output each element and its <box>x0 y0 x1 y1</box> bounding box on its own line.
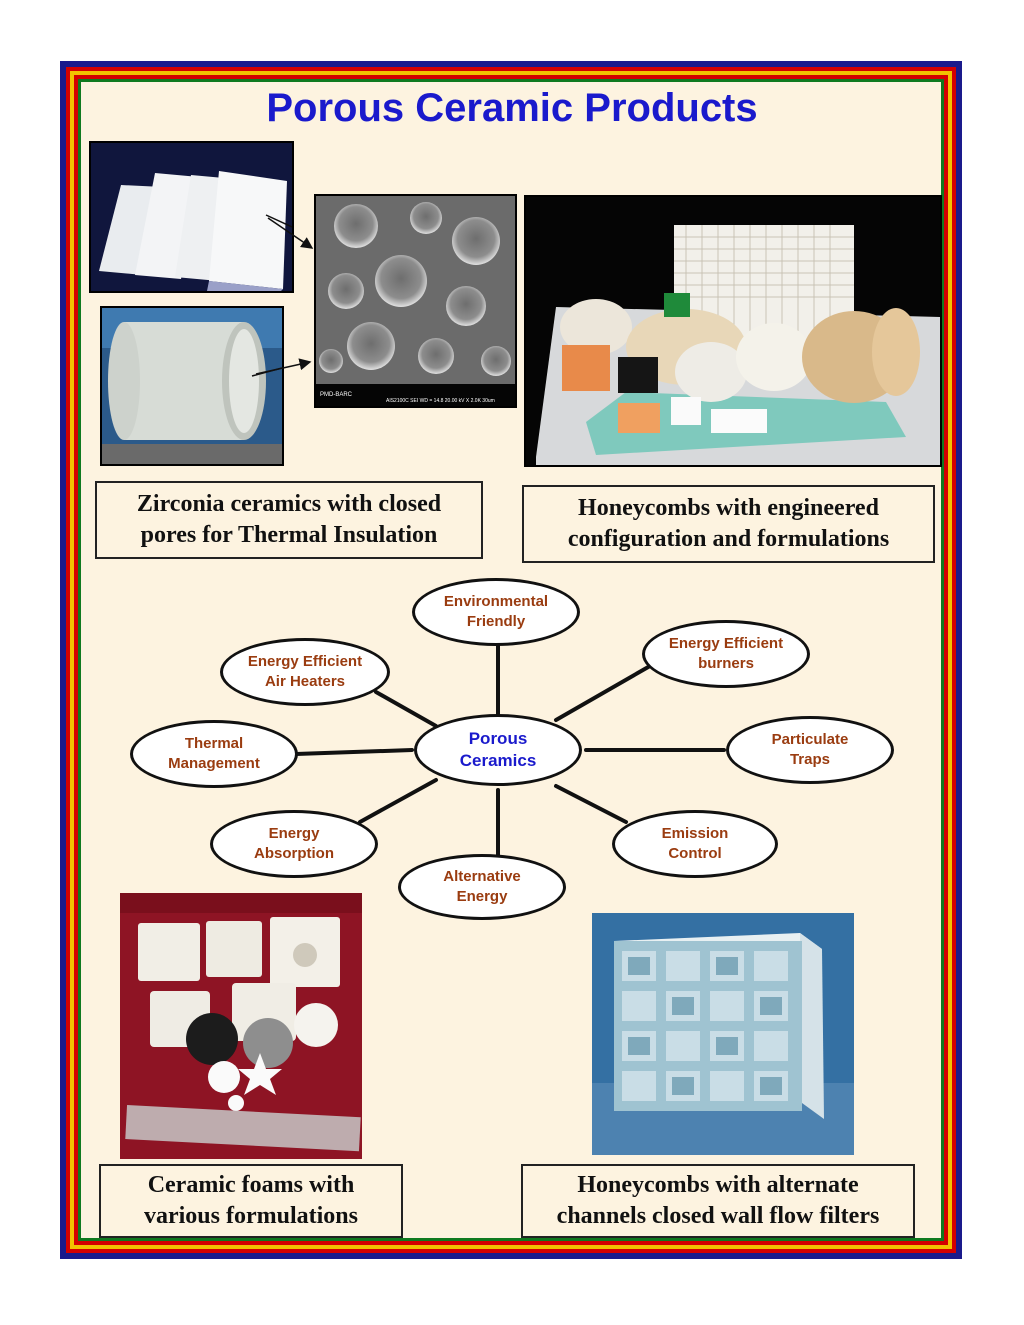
page-title: Porous Ceramic Products <box>266 86 758 130</box>
node-emission-control: Emission Control <box>612 810 778 878</box>
sem-micrograph-photo: PMD-BARC AIS2100C SEI WD = 14.8 20.00 kV… <box>314 194 517 408</box>
caption-honeycomb-engineered: Honeycombs with engineered configuration… <box>522 485 935 563</box>
node-porous-ceramics: Porous Ceramics <box>414 714 582 786</box>
zirconia-cylinder-photo <box>100 306 284 466</box>
ceramic-foams-photo <box>120 893 362 1159</box>
node-environmental-friendly: Environmental Friendly <box>412 578 580 646</box>
wall-flow-filter-photo <box>592 913 854 1155</box>
node-energy-efficient-air-heaters: Energy Efficient Air Heaters <box>220 638 390 706</box>
node-alternative-energy: Alternative Energy <box>398 854 566 920</box>
node-energy-efficient-burners: Energy Efficient burners <box>642 620 810 688</box>
zirconia-tiles-photo <box>89 141 294 293</box>
sem-label-right: AIS2100C SEI WD = 14.8 20.00 kV X 2.0K 3… <box>386 398 495 404</box>
caption-honeycomb-filters: Honeycombs with alternate channels close… <box>521 1164 915 1238</box>
border-red-inner <box>74 75 948 1245</box>
node-particulate-traps: Particulate Traps <box>726 716 894 784</box>
sem-label-left: PMD-BARC <box>320 392 353 398</box>
node-energy-absorption: Energy Absorption <box>210 810 378 878</box>
border-yellow <box>70 71 952 1249</box>
honeycomb-assortment-photo <box>524 195 942 467</box>
border-green <box>78 79 944 1241</box>
outer-border-navy <box>60 61 962 1259</box>
border-red <box>66 67 956 1253</box>
caption-zirconia: Zirconia ceramics with closed pores for … <box>95 481 483 559</box>
node-thermal-management: Thermal Management <box>130 720 298 788</box>
caption-ceramic-foams: Ceramic foams with various formulations <box>99 1164 403 1238</box>
